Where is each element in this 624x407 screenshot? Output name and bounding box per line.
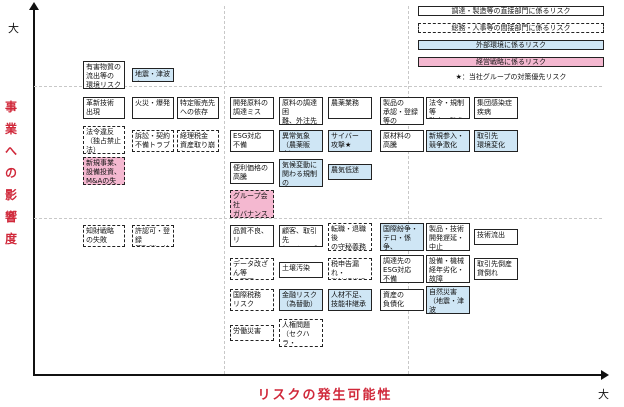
risk-box: 金融リスク （為替動）	[279, 289, 323, 311]
risk-box: 品質不良、リ コール	[230, 225, 274, 247]
risk-box: 法令違反 （独占禁止 法）	[83, 126, 125, 154]
risk-box: 訴訟・契約 不備トラブル	[132, 130, 174, 152]
risk-box: 集団感染症 疾病	[474, 97, 518, 119]
legend-indirect: 総務・人事等の間接部門に係るリスク	[418, 23, 604, 33]
risk-box: 原料の調達困 難、外注先の 問題★	[279, 97, 323, 125]
grid-line-v2	[408, 6, 409, 374]
risk-box: 開発原料の 調達ミス	[230, 97, 274, 119]
x-axis-max-label: 大	[598, 388, 609, 401]
risk-box: 土壌汚染	[279, 262, 323, 278]
risk-box: データ改ざん等 の不正	[230, 258, 274, 280]
risk-box: 転職・退職後 の守秘義務違 反	[328, 223, 372, 251]
risk-box: 新規参入・ 競争激化	[426, 130, 470, 152]
risk-box: 新規事業、 設備投資、 M&Aの失敗	[83, 157, 125, 185]
risk-box: 原材料の 高騰	[380, 130, 424, 152]
x-axis-line	[33, 374, 603, 376]
x-axis-arrow	[601, 370, 609, 380]
risk-box: 有害物質の 流出等の 環境リスク	[83, 61, 125, 89]
risk-box: 人材不足、 技能非継承	[328, 289, 372, 311]
risk-box: 異常気象 （農薬販売）	[279, 130, 323, 152]
risk-box: 製品・技術 開発遅延・ 中止	[426, 223, 470, 251]
risk-box: 経理税金 資産取り崩し	[177, 130, 219, 152]
risk-box: 国際税務 リスク	[230, 289, 274, 311]
risk-box: 火災・爆発	[132, 97, 174, 119]
risk-box: 許認可・登録 等取消・抹消	[132, 225, 174, 247]
legend-external: 外部環境に係るリスク	[418, 40, 604, 50]
risk-box: 取引先倒産 貸倒れ	[474, 258, 518, 280]
risk-box: 自然災害 （地震・津波 を除く）	[426, 286, 470, 314]
risk-box: 人権問題 （セクハラ・ パワハラ）	[279, 319, 323, 347]
risk-box: 技術流出	[474, 229, 518, 245]
legend-priority-note: ★：当社グループの対策優先リスク	[455, 73, 567, 81]
risk-box: ESG対応 不備	[230, 130, 274, 152]
risk-box: 特定販売先 への依存	[177, 97, 219, 119]
y-axis-title: 事 業 へ の 影 響 度	[4, 100, 17, 246]
risk-box: 製品の 承認・登録等の 資格・部下★	[380, 97, 424, 125]
risk-box: 顧客、取引先 とのトラブル	[279, 225, 323, 247]
risk-box: 税申告漏れ・ 税法認識違い	[328, 258, 372, 280]
y-axis-arrow	[29, 2, 39, 10]
grid-line-h2	[34, 218, 602, 219]
risk-box: 設備・機械 経年劣化・ 故障	[426, 255, 470, 283]
risk-box: 便利価格の 高騰	[230, 162, 274, 184]
risk-box: 農薬業務	[328, 97, 372, 119]
risk-box: 取引先 環境変化	[474, 130, 518, 152]
risk-box: 農気低迷	[328, 164, 372, 180]
risk-box: 法令・規制等 改定・強化	[426, 97, 470, 119]
risk-box: 国際紛争・ テロ・係争、 開戦の高騰	[380, 223, 424, 251]
risk-box: 知財戦略 の失敗	[83, 225, 125, 247]
grid-line-v1	[224, 6, 225, 374]
risk-box: サイバー 攻撃★	[328, 130, 372, 152]
legend-direct: 調達・製造等の直接部門に係るリスク	[418, 6, 604, 16]
risk-box: 気候変動に 関わる規制の 強化	[279, 159, 323, 187]
risk-box: 地震・津波★	[132, 68, 174, 82]
risk-box: グループ会社 ガバナンス 不全★	[230, 190, 274, 218]
risk-box: 労働災害	[230, 325, 274, 341]
y-axis-line	[33, 8, 35, 375]
grid-line-h1	[34, 86, 602, 87]
risk-box: 調達先の ESG対応 不備	[380, 255, 424, 283]
risk-box: 革新技術 出現	[83, 97, 125, 119]
y-axis-max-label: 大	[8, 22, 19, 35]
x-axis-title: リスクの発生可能性	[257, 388, 393, 403]
legend-mgmt: 経営戦略に係るリスク	[418, 57, 604, 67]
risk-box: 資産の 負債化	[380, 289, 424, 311]
